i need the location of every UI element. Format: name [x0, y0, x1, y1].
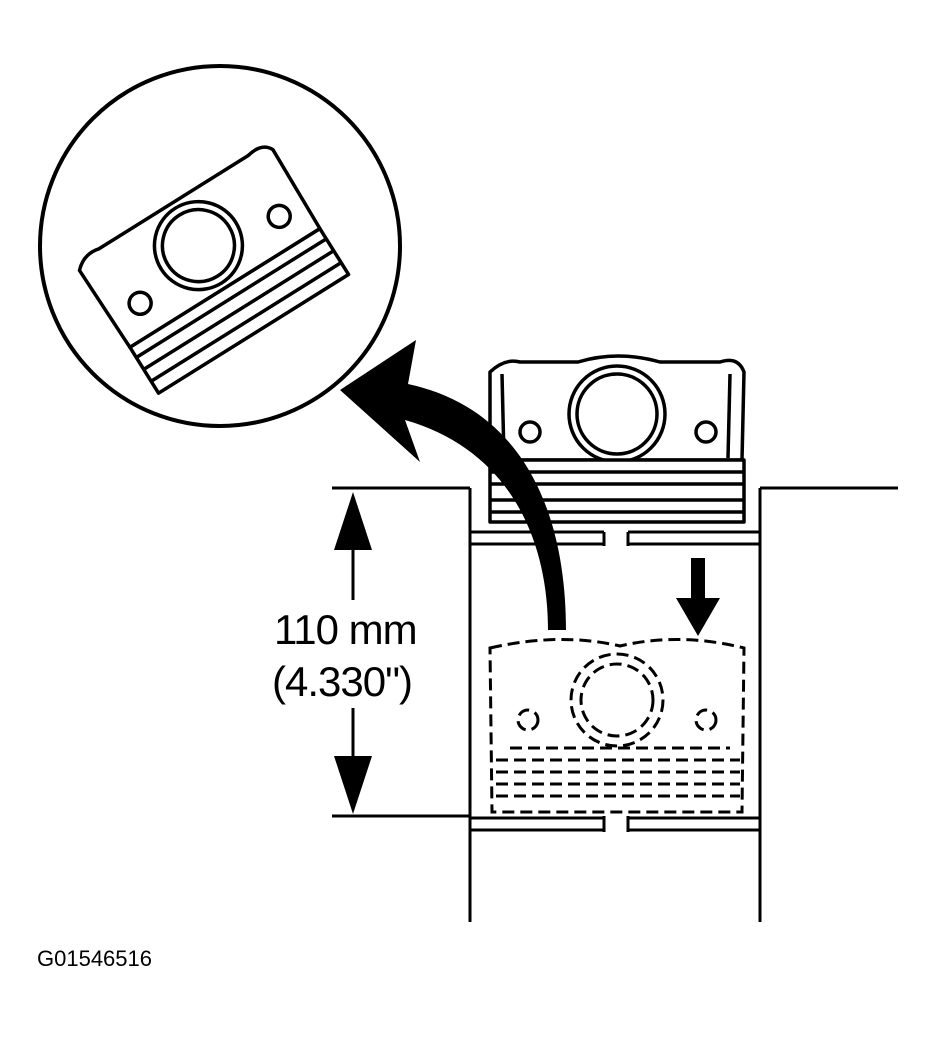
callout-curved-arrow [340, 340, 566, 630]
piston-top [488, 354, 746, 524]
piston-pin-bore-lower [569, 652, 665, 748]
push-down-arrow [676, 558, 720, 636]
detail-magnifier [38, 64, 402, 428]
piston-guide-top [470, 530, 760, 546]
piston-lower-body [488, 638, 746, 814]
detail-piston [77, 145, 351, 395]
piston-lower-dashed [488, 638, 746, 814]
dimension-arrowhead-down [334, 756, 372, 814]
dimension-arrows [334, 492, 372, 814]
figure-id-label: G01546516 [37, 946, 152, 971]
piston-guide-bottom [470, 816, 760, 832]
dimension-metric-label: 110 mm [274, 606, 418, 653]
cylinder-block [332, 486, 898, 922]
piston-top-hole-left [518, 420, 542, 444]
dimension-arrowhead-up [334, 492, 372, 550]
piston-pin-bore-top-inner [575, 372, 659, 456]
dimension-imperial-label: (4.330") [272, 658, 413, 705]
piston-lower-hole-right [694, 708, 718, 732]
piston-top-hole-right [694, 420, 718, 444]
piston-pin-bore-lower-inner [579, 662, 655, 738]
piston-lower-hole-left [516, 708, 540, 732]
